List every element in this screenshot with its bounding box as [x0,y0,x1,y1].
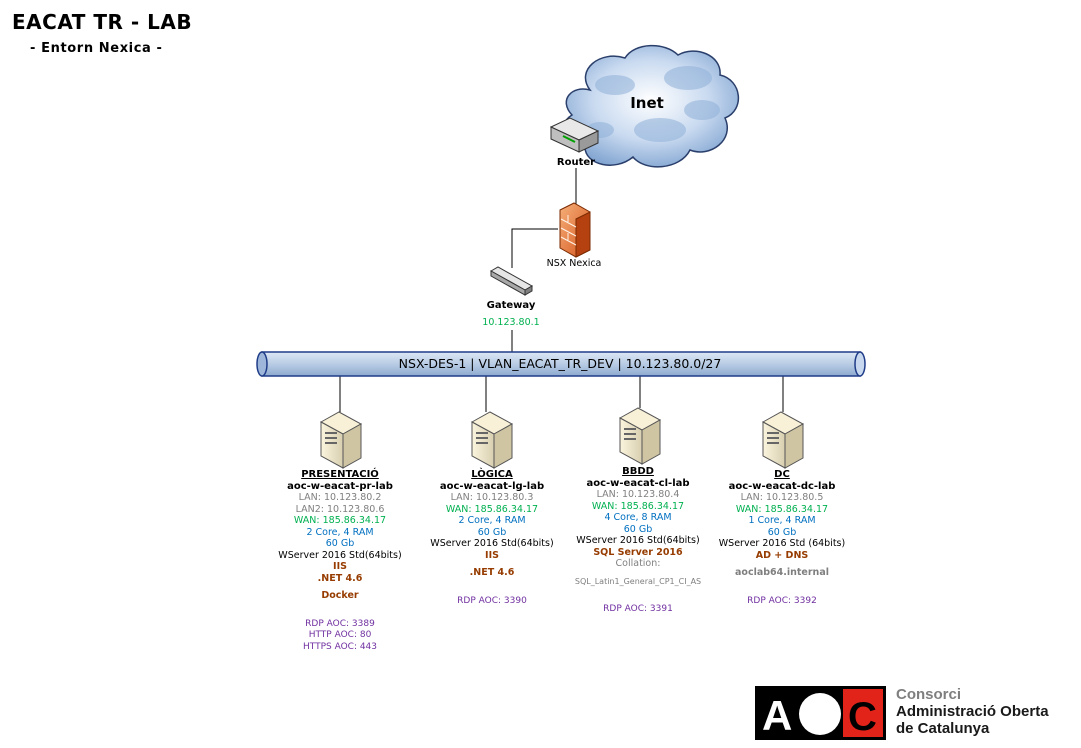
server-lan: LAN: 10.123.80.3 [450,492,534,503]
server-icon [618,407,662,465]
server-hostname: aoc-w-eacat-dc-lab [728,480,836,492]
server-port-http: HTTP AOC: 80 [308,630,372,640]
server-collation-value: SQL_Latin1_General_CP1_CI_AS [574,576,702,586]
server-card-logica: LÒGICA aoc-w-eacat-lg-lab LAN: 10.123.80… [430,469,553,607]
svg-text:C: C [848,695,877,739]
server-lan2: LAN2: 10.123.80.6 [295,503,385,515]
server-wan: WAN: 185.86.34.17 [293,515,387,526]
server-card-bbdd: BBDD aoc-w-eacat-cl-lab LAN: 10.123.80.4… [575,466,701,616]
org-line-3: de Catalunya [896,720,990,737]
gateway-ip: 10.123.80.1 [482,317,540,328]
server-disk: 60 Gb [477,526,507,538]
segment-label: NSX-DES-1 | VLAN_EACAT_TR_DEV | 10.123.8… [398,356,722,371]
server-role-docker: Docker [321,590,359,601]
server-disk: 60 Gb [623,523,653,535]
server-lan: LAN: 10.123.80.5 [740,492,824,503]
server-icon [319,411,363,469]
diagram-subtitle: - Entorn Nexica - [30,41,163,56]
server-role-dotnet: .NET 4.6 [469,567,515,578]
server-role: LÒGICA [471,469,513,480]
gateway-switch-icon [489,266,534,296]
server-role: DC [774,469,790,480]
server-disk: 60 Gb [325,538,355,549]
internet-cloud-icon [562,44,740,168]
server-card-presentacio: PRESENTACIÓ aoc-w-eacat-pr-lab LAN: 10.1… [278,469,401,653]
server-os: WServer 2016 Std(64bits) [278,549,402,561]
server-lan: LAN: 10.123.80.4 [596,489,680,500]
internet-label: Inet [630,94,664,112]
server-disk: 60 Gb [767,526,797,538]
server-collation-label: Collation: [615,558,661,569]
server-os: WServer 2016 Std (64bits) [718,538,846,549]
server-os: WServer 2016 Std(64bits) [576,535,700,546]
organization-name: Consorci Administració Oberta de Catalun… [896,686,1049,737]
server-role-ad-dns: AD + DNS [755,549,809,561]
server-icon [761,411,805,469]
server-role: BBDD [622,466,654,477]
server-hostname: aoc-w-eacat-pr-lab [287,480,393,492]
server-wan: WAN: 185.86.34.17 [591,500,685,512]
server-port-rdp: RDP AOC: 3389 [305,618,375,629]
aoc-logo: A C [755,686,886,740]
network-segment-pipe [256,351,866,377]
server-cpu-ram: 4 Core, 8 RAM [604,512,672,523]
server-role-dotnet: .NET 4.6 [317,572,363,584]
svg-text:A: A [762,692,792,739]
server-role: PRESENTACIÓ [301,469,379,480]
server-port-rdp: RDP AOC: 3392 [747,595,817,606]
diagram-title: EACAT TR - LAB [12,10,193,34]
server-os: WServer 2016 Std(64bits) [430,538,554,549]
connection-lines [339,168,784,412]
server-wan: WAN: 185.86.34.17 [735,503,829,515]
server-card-dc: DC aoc-w-eacat-dc-lab LAN: 10.123.80.5 W… [719,469,845,607]
router-icon [549,117,600,153]
server-icon [470,411,514,469]
server-cpu-ram: 1 Core, 4 RAM [748,515,816,526]
server-wan: WAN: 185.86.34.17 [445,503,539,515]
server-port-https: HTTPS AOC: 443 [302,641,378,652]
firewall-label: NSX Nexica [546,258,602,269]
router-label: Router [556,157,596,168]
server-role-sql: SQL Server 2016 [593,546,683,558]
server-port-rdp: RDP AOC: 3390 [457,595,527,606]
server-domain: aoclab64.internal [735,567,829,578]
server-hostname: aoc-w-eacat-lg-lab [439,480,545,492]
server-role-iis: IIS [485,549,499,561]
server-cpu-ram: 2 Core, 4 RAM [306,526,374,538]
server-hostname: aoc-w-eacat-cl-lab [586,477,690,489]
firewall-icon [559,202,591,258]
org-line-2: Administració Oberta [896,703,1049,720]
org-line-1: Consorci [896,686,962,703]
server-role-iis: IIS [333,561,347,572]
server-cpu-ram: 2 Core, 4 RAM [458,515,526,526]
server-lan: LAN: 10.123.80.2 [298,492,382,503]
firewall-gateway-link [511,228,558,268]
server-port-rdp: RDP AOC: 3391 [603,604,673,614]
gateway-label: Gateway [486,300,536,311]
